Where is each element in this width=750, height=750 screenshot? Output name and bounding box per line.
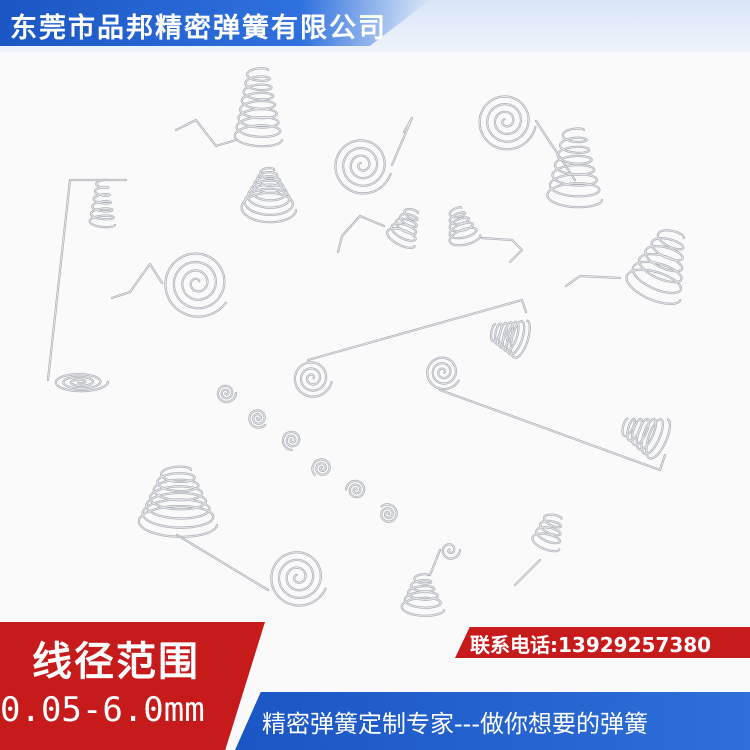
small-spring-a-highlight bbox=[386, 208, 419, 249]
small-spring-b-highlight bbox=[449, 206, 481, 246]
cone-spring-right-hook-lead-highlight bbox=[565, 275, 621, 287]
spiral-bottom-highlight bbox=[270, 551, 327, 607]
cone-spring-bottom-left bbox=[137, 465, 219, 538]
rod-center-spiral-highlight bbox=[294, 361, 333, 398]
cone-spring-top-lead-highlight bbox=[175, 119, 237, 147]
cone-spring-bottom-center-lead-highlight bbox=[429, 549, 441, 576]
small-spring-a-lead bbox=[336, 214, 386, 254]
cone-spring-rod-top-highlight bbox=[89, 179, 116, 228]
small-spring-b-lead bbox=[480, 236, 524, 264]
spiral-left-highlight bbox=[164, 253, 227, 318]
cone-spring-bottom-left-highlight bbox=[138, 466, 218, 538]
small-spiral-3-highlight bbox=[282, 431, 300, 451]
cone-spring-right-hook-highlight bbox=[626, 229, 685, 305]
company-name: 东莞市品邦精密弹簧有限公司 bbox=[10, 13, 387, 44]
slogan-banner bbox=[235, 692, 750, 750]
spiral-center-highlight bbox=[335, 139, 392, 194]
contact-banner bbox=[455, 627, 750, 658]
wire-range-banner bbox=[0, 622, 265, 750]
twisted-spring-bottom-right-lead-highlight bbox=[514, 559, 541, 586]
cone-spring-bottom-left-lead-highlight bbox=[176, 534, 269, 591]
cone-spring-top-highlight bbox=[234, 67, 283, 147]
slogan-text: 精密弹簧定制专家---做你想要的弹簧 bbox=[262, 710, 648, 738]
long-rod-right-highlight bbox=[439, 389, 666, 471]
small-spiral-2-highlight bbox=[248, 409, 266, 428]
spiral-center-lead-highlight bbox=[391, 117, 413, 166]
wire-range-value: 0.05-6.0mm bbox=[0, 690, 205, 730]
cone-spring-bottom-center-highlight bbox=[401, 573, 445, 617]
wire-range-title: 线径范围 bbox=[32, 639, 200, 685]
small-spiral-6-highlight bbox=[380, 503, 398, 523]
small-spiral-1-highlight bbox=[217, 385, 237, 403]
spiral-top-right-lead-highlight bbox=[535, 120, 576, 181]
spiral-foot-left-highlight bbox=[55, 373, 109, 392]
long-rod-left-highlight bbox=[47, 179, 71, 381]
small-spiral-4-highlight bbox=[311, 458, 331, 476]
small-spring-b-lead-highlight bbox=[481, 237, 523, 263]
small-spiral-5-highlight bbox=[345, 480, 365, 498]
long-rod-center-highlight bbox=[307, 299, 527, 361]
header-blue-stripe bbox=[0, 0, 430, 46]
small-spring-a-lead-highlight bbox=[337, 215, 385, 253]
header-banner: 东莞市品邦精密弹簧有限公司 bbox=[0, 0, 750, 52]
rod-right-cone-highlight bbox=[621, 418, 671, 460]
spiral-left-lead-highlight bbox=[111, 263, 163, 299]
contact-phone: 联系电话:13929257380 bbox=[470, 633, 712, 657]
rod-center-cone-highlight bbox=[490, 320, 531, 359]
cone-spring-center-highlight bbox=[241, 167, 297, 223]
cone-spring-right-highlight bbox=[546, 128, 603, 208]
twisted-spring-bottom-right-highlight bbox=[531, 514, 562, 552]
cone-spring-top bbox=[233, 67, 284, 148]
spiral-top-right-highlight bbox=[479, 96, 536, 150]
cone-spring-bottom-center-loop-highlight bbox=[442, 543, 461, 560]
spiral-left-lead bbox=[110, 262, 164, 300]
rod-right-spiral-highlight bbox=[426, 357, 460, 390]
